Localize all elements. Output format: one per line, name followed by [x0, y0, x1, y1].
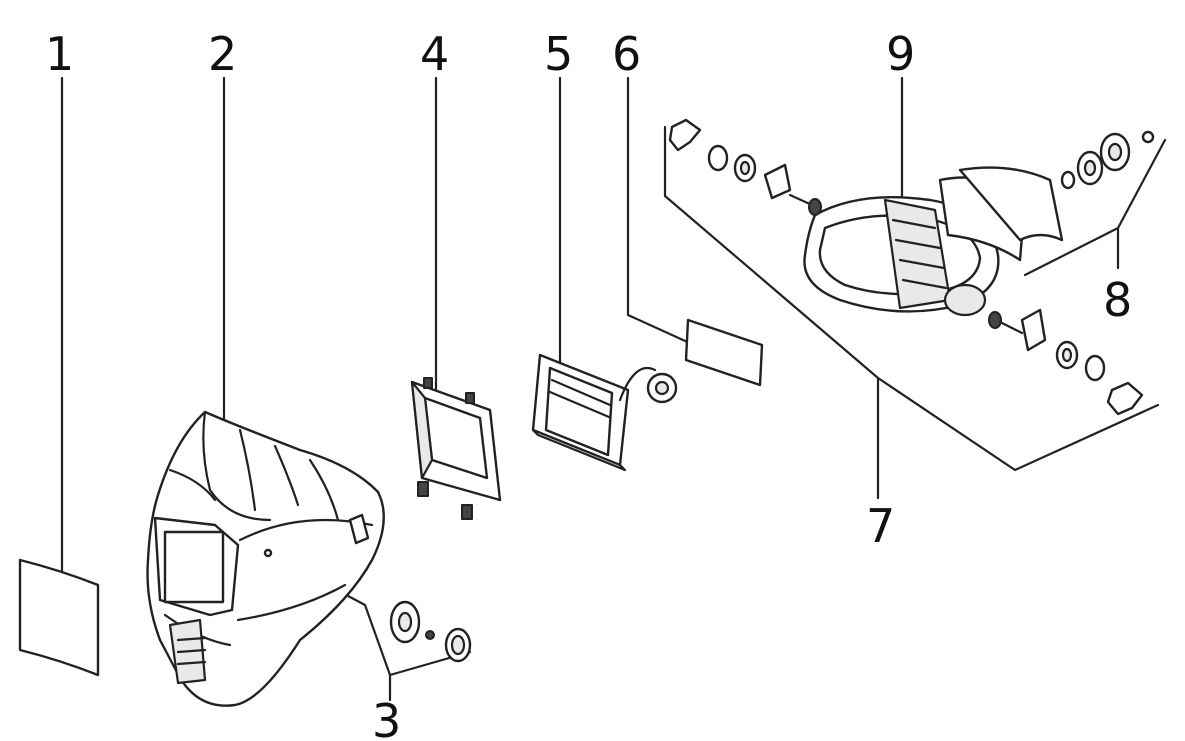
callout-2-label: 2: [208, 27, 237, 81]
callout-9-label: 9: [886, 27, 915, 81]
callout-8-label: 8: [1103, 273, 1132, 327]
callout-5-label: 5: [544, 27, 573, 81]
filter-holder-part: [410, 377, 502, 520]
ratchet-hardware: [1060, 130, 1155, 190]
headgear-hardware-right: [988, 308, 1144, 416]
cover-lens-part: [18, 558, 100, 677]
callout-6-label: 6: [612, 27, 641, 81]
callout-3-label: 3: [372, 694, 401, 741]
callout-4-label: 4: [420, 27, 449, 81]
callout-1-label: 1: [45, 27, 74, 81]
adf-cartridge-part: [531, 353, 678, 472]
headgear-part: [803, 166, 1064, 317]
inner-lens-part: [684, 318, 764, 387]
leader-line-6: [626, 76, 707, 352]
helmet-shell-part: [146, 410, 385, 707]
headgear-hardware-left: [668, 118, 822, 216]
knob-part: [389, 600, 472, 663]
callout-7-label: 7: [866, 499, 895, 553]
